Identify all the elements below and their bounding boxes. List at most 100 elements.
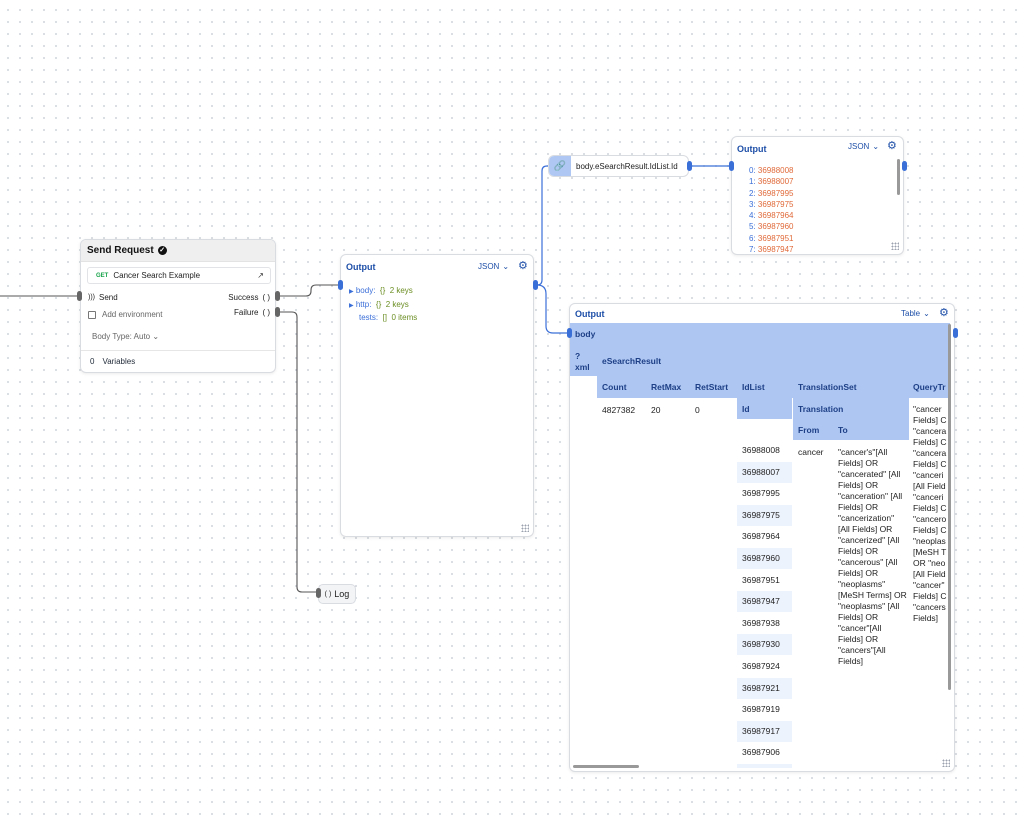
success-label: Success <box>228 293 259 302</box>
failure-label: Failure <box>233 308 259 317</box>
send-request-node[interactable]: Send Request ✓ GET Cancer Search Example… <box>80 239 276 373</box>
log-input-handle[interactable] <box>316 588 321 598</box>
idlist-item: 6: 36987951 <box>749 233 794 243</box>
failure-output-handle[interactable] <box>275 307 280 317</box>
body-type-dropdown[interactable]: Body Type: Auto ⌄ <box>92 332 159 341</box>
from-to-header: From To <box>793 419 909 440</box>
id-cell: 36987995 <box>742 488 780 499</box>
failure-port[interactable]: Failure ( ) <box>234 308 270 317</box>
request-selector[interactable]: GET Cancer Search Example ↗ <box>87 267 271 284</box>
table-input-handle[interactable] <box>567 328 572 338</box>
table-output-handle[interactable] <box>953 328 958 338</box>
resize-handle[interactable] <box>942 759 950 767</box>
gear-icon[interactable]: ⚙ <box>518 260 528 272</box>
send-request-header[interactable]: Send Request ✓ <box>81 240 275 262</box>
esearch-label: eSearchResult <box>602 356 662 366</box>
col-idlist: IdList <box>742 382 765 392</box>
output-json-output-handle[interactable] <box>533 280 538 290</box>
idlist-item: 7: 36987947 <box>749 245 794 255</box>
log-label: Log <box>334 589 350 599</box>
id-cell: 36987975 <box>737 504 792 526</box>
http-method-badge: GET <box>96 272 109 279</box>
id-cell: 36988008 <box>742 445 780 455</box>
from-value: cancer <box>798 447 824 457</box>
success-port[interactable]: Success ( ) <box>228 293 270 302</box>
col-retstart: RetStart <box>695 382 729 392</box>
expand-arrow-icon[interactable]: ▶ <box>349 302 354 309</box>
tree-row[interactable]: ▶ http: {} 2 keys <box>349 299 409 309</box>
expand-arrow-icon[interactable]: ▶ <box>349 289 354 295</box>
output-json-node[interactable]: Output JSON ⌄ ⚙ ▶ body: {} 2 keys ▶ http… <box>340 254 534 537</box>
open-external-icon[interactable]: ↗ <box>257 271 264 280</box>
send-input-handle[interactable] <box>77 291 82 301</box>
id-cell: 36987930 <box>737 634 792 656</box>
tree-row[interactable]: ▶ body: {} 2 keys <box>349 286 413 295</box>
format-dropdown[interactable]: Table ⌄ <box>901 309 930 318</box>
variables-section[interactable]: 0 Variables <box>81 350 275 372</box>
translation-header: Translation <box>793 398 909 419</box>
col-querytr: QueryTr <box>913 382 946 392</box>
id-cell: 36987964 <box>742 531 780 542</box>
id-cell: 36987919 <box>742 704 780 715</box>
path-output-handle[interactable] <box>687 161 692 171</box>
gear-icon[interactable]: ⚙ <box>939 307 949 319</box>
link-icon: 🔗 <box>549 156 571 176</box>
retstart-value: 0 <box>695 405 700 415</box>
format-label: JSON <box>478 262 500 271</box>
vertical-scrollbar[interactable] <box>897 159 900 195</box>
idlist-item: 5: 36987960 <box>749 222 794 232</box>
json-tree: ▶ body: {} 2 keys ▶ http: {} 2 keys test… <box>349 285 417 324</box>
log-node[interactable]: ( ) Log <box>318 584 356 604</box>
body-row-header: body <box>570 323 950 345</box>
path-expression: body.eSearchResult.IdList.Id <box>576 161 678 171</box>
horizontal-scrollbar[interactable] <box>573 765 639 768</box>
id-cell: 36987906 <box>742 747 780 758</box>
parens-icon: ( ) <box>262 293 270 302</box>
id-cell: 36987947 <box>737 591 792 613</box>
idlist-item: 4: 36987964 <box>749 211 794 221</box>
id-cell: 36987924 <box>742 661 780 671</box>
id-cell: 36988007 <box>737 461 792 483</box>
add-environment-button[interactable]: Add environment <box>88 310 162 319</box>
count-value: 4827382 <box>602 405 636 415</box>
id-cell: 36987951 <box>742 574 780 585</box>
variables-count: 0 <box>90 357 95 366</box>
variables-label: Variables <box>102 357 136 366</box>
body-type-label: Body Type: Auto <box>92 332 151 341</box>
environment-icon <box>88 310 96 319</box>
send-label: Send <box>99 293 118 302</box>
format-dropdown[interactable]: JSON ⌄ <box>848 142 879 151</box>
output-title: Output <box>575 309 605 319</box>
check-circle-icon: ✓ <box>157 246 167 255</box>
col-from: From <box>798 425 820 435</box>
resize-handle[interactable] <box>521 524 529 532</box>
resize-handle[interactable] <box>891 242 899 250</box>
idlist-item: 0: 36988008 <box>749 166 794 175</box>
parens-icon: ( ) <box>262 308 270 317</box>
tree-row: tests: [] 0 items <box>359 313 418 322</box>
idlist-input-handle[interactable] <box>729 161 734 171</box>
col-translationset: TranslationSet <box>798 382 857 392</box>
output-table-node[interactable]: Output Table ⌄ ⚙ body ? xml eSearchResul… <box>569 303 955 772</box>
parens-icon: ( ) <box>324 590 332 598</box>
idlist-item: 2: 36987995 <box>749 188 794 198</box>
gear-icon[interactable]: ⚙ <box>887 140 897 152</box>
to-value: "cancer's"[All Fields] OR "cancerated" [… <box>838 447 907 666</box>
output-json-input-handle[interactable] <box>338 280 343 290</box>
retmax-value: 20 <box>651 405 661 415</box>
idlist-output-handle[interactable] <box>902 161 907 171</box>
format-label: JSON <box>848 142 870 151</box>
output-title: Output <box>346 262 376 272</box>
col-count: Count <box>602 382 627 392</box>
send-port[interactable]: ))) Send <box>88 293 118 302</box>
request-name: Cancer Search Example <box>113 271 201 280</box>
id-cell: 36987938 <box>742 617 780 628</box>
success-output-handle[interactable] <box>275 291 280 301</box>
id-cell: 36987894 <box>737 764 792 768</box>
vertical-scrollbar[interactable] <box>948 324 951 690</box>
xml-row-header: ? xml eSearchResult <box>570 345 950 376</box>
path-selector-node[interactable]: 🔗 body.eSearchResult.IdList.Id <box>548 155 689 177</box>
format-dropdown[interactable]: JSON ⌄ <box>478 262 509 271</box>
